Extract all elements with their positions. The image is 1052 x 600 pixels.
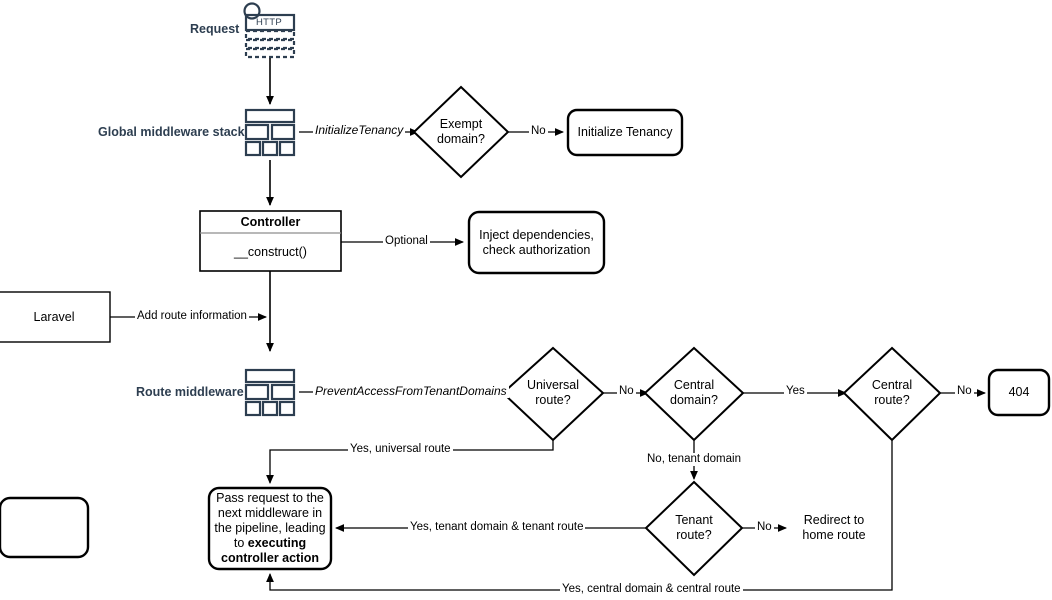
node-controller bbox=[199, 210, 342, 272]
label-request: Request bbox=[190, 22, 240, 36]
edge-yes-central-domain-central-route bbox=[266, 440, 893, 591]
edge-label-tenant-route-no: No bbox=[755, 521, 774, 534]
node-404 bbox=[987, 368, 1051, 417]
node-inject-dependencies bbox=[467, 210, 606, 275]
edge-label-add-route-information: Add route information bbox=[135, 310, 249, 323]
node-initialize-tenancy bbox=[566, 108, 684, 157]
edge-label-prevent-access: PreventAccessFromTenantDomains bbox=[313, 384, 509, 398]
label-global-middleware-stack: Global middleware stack bbox=[98, 125, 245, 139]
middleware-stack-icon-route bbox=[244, 368, 296, 417]
edge-label-yes-universal-route: Yes, universal route bbox=[348, 443, 453, 456]
decision-central-domain bbox=[643, 346, 745, 442]
decision-tenant-route bbox=[644, 480, 744, 577]
edge-label-no-tenant-domain: No, tenant domain bbox=[645, 453, 743, 466]
node-pass-request bbox=[207, 486, 333, 571]
edge-label-initialize-tenancy: InitializeTenancy bbox=[313, 123, 406, 137]
decision-exempt-domain bbox=[412, 85, 510, 179]
edge-label-central-domain-yes: Yes bbox=[784, 385, 807, 398]
label-route-middleware: Route middleware bbox=[136, 385, 244, 399]
node-laravel bbox=[0, 291, 111, 343]
http-request-icon bbox=[243, 2, 296, 59]
decision-central-route bbox=[842, 346, 942, 442]
middleware-stack-icon-global bbox=[244, 108, 296, 157]
edge-label-universal-no: No bbox=[617, 385, 636, 398]
edge-label-yes-central-domain-central-route: Yes, central domain & central route bbox=[560, 583, 743, 596]
edge-label-exempt-no: No bbox=[529, 125, 548, 138]
edge-label-yes-tenant-domain-tenant-route: Yes, tenant domain & tenant route bbox=[408, 521, 586, 534]
edge-label-central-route-no: No bbox=[955, 385, 974, 398]
decision-universal-route bbox=[501, 346, 605, 442]
edge-label-optional: Optional bbox=[383, 235, 430, 248]
node-redirect-home-route bbox=[0, 496, 90, 559]
http-badge-label: HTTP bbox=[256, 17, 283, 28]
